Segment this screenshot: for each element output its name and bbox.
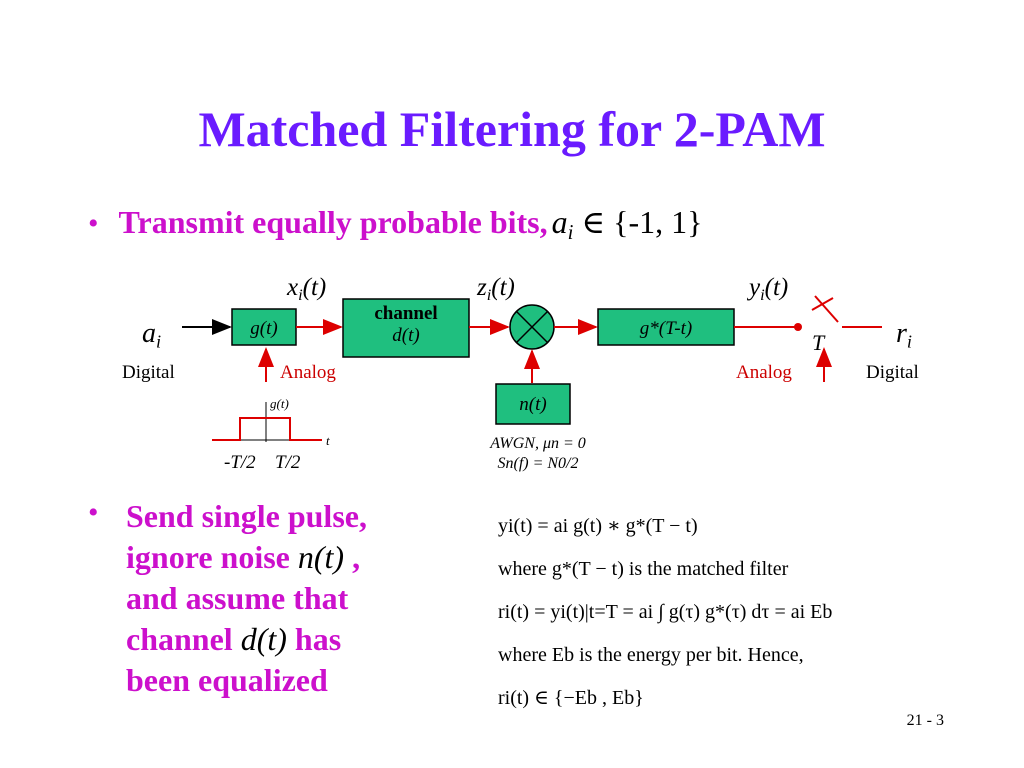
block-diagram: [182, 295, 882, 442]
block-channel-label: channel d(t): [374, 303, 438, 346]
slide-title: Matched Filtering for 2-PAM: [198, 101, 826, 157]
bullet-2-line-4: channel d(t) has: [126, 621, 342, 657]
matched-filter-block: [597, 308, 735, 346]
bullet-2-line-1: Send single pulse,: [126, 498, 367, 534]
block-noise-label: n(t): [519, 394, 547, 415]
pulse-right-tick: T/2: [275, 452, 301, 473]
pulse-shape-plot: [212, 402, 322, 442]
sampler-switch: [814, 295, 839, 323]
output-ri-label: ri: [896, 318, 912, 352]
equation-3: ri(t) = yi(t)|t=T = ai ∫ g(τ) g*(τ) dτ =…: [498, 601, 833, 623]
analog-left-label: Analog: [280, 362, 336, 383]
block-g-label: g(t): [250, 318, 278, 339]
bullet-2-line-2: ignore noise n(t) ,: [126, 539, 361, 575]
digital-left-label: Digital: [122, 362, 175, 383]
signal-xi-label: xi(t): [287, 274, 327, 304]
equation-5: ri(t) ∈ {−Eb , Eb}: [498, 687, 644, 709]
channel-block: [342, 298, 470, 358]
digital-right-label: Digital: [866, 362, 919, 383]
signal-zi-label: zi(t): [477, 274, 515, 304]
sampler-node: [794, 323, 802, 331]
bullet-1: • Transmit equally probable bits, ai ∈ {…: [88, 203, 702, 245]
equation-1: yi(t) = ai g(t) ∗ g*(T − t): [498, 515, 698, 537]
equation-4: where Eb is the energy per bit. Hence,: [498, 644, 804, 666]
bullet-2-line-5: been equalized: [126, 662, 328, 698]
awgn-label: AWGN, μn = 0 Sn(f) = N0/2: [490, 435, 586, 472]
input-ai-label: ai: [142, 318, 162, 352]
analog-right-label: Analog: [736, 362, 792, 383]
pulse-left-tick: -T/2: [224, 452, 256, 473]
signal-yi-label: yi(t): [749, 274, 789, 304]
page-number: 21 - 3: [906, 712, 944, 729]
pulse-title-label: g(t): [270, 396, 289, 411]
bullet-1-text: Transmit equally probable bits,: [118, 204, 548, 240]
bullet-2-line-3: and assume that: [126, 580, 349, 616]
equation-block: yi(t) = ai g(t) ∗ g*(T − t) where g*(T −…: [498, 505, 832, 720]
pulse-axis-label: t: [326, 433, 330, 448]
bullet-marker: •: [88, 207, 99, 240]
bullet-1-math: ai ∈ {-1, 1}: [551, 204, 703, 245]
noise-block: [495, 383, 571, 425]
bullet-marker: •: [88, 496, 99, 529]
block-matched-label: g*(T-t): [639, 318, 693, 339]
equation-2: where g*(T − t) is the matched filter: [498, 558, 789, 580]
sampler-T-label: T: [812, 330, 825, 355]
